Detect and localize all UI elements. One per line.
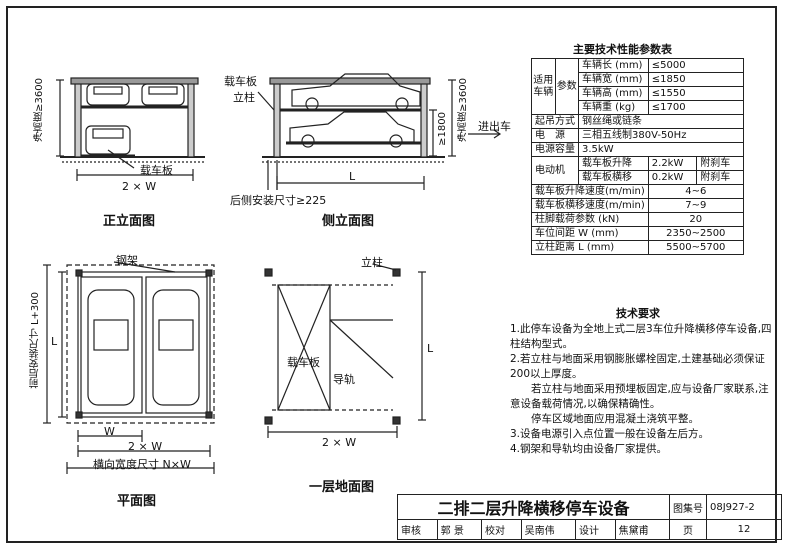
atlas-no: 08J927-2 <box>706 494 782 520</box>
note-item: 若立柱与地面采用预埋板固定,应与设备厂家联系,注意设备载荷情况,以确保精确性。 <box>510 383 769 410</box>
car-upper-left <box>86 83 130 106</box>
plan-view <box>43 261 215 474</box>
spec-label: 电源容量 <box>531 142 579 157</box>
check-label: 校对 <box>480 519 522 540</box>
spec-value: 3.5kW <box>578 142 744 157</box>
spec-label: 车辆高 (mm) <box>578 86 649 101</box>
spec-value: 三相五线制380V-50Hz <box>578 128 744 143</box>
drawing-title: 二排二层升降横移停车设备 <box>397 494 670 520</box>
spec-value: 钢丝绳或链条 <box>578 114 744 129</box>
front-width-label: 2 × W <box>122 180 157 193</box>
spec-table-title: 主要技术性能参数表 <box>573 43 672 56</box>
motor-lift-note: 附刹车 <box>696 156 744 171</box>
motor-shift-label: 载车板横移 <box>578 170 649 185</box>
plan-car-right <box>152 289 200 406</box>
front-headroom-label: 净高度≥3600 <box>34 78 45 142</box>
side-headroom-label: 净高度≥3600 <box>458 78 469 142</box>
plan-w-label: W <box>104 425 115 438</box>
drawing-frame <box>6 6 777 543</box>
vehicle-group-label: 适用车辆 <box>531 58 556 115</box>
note-item: 1.此停车设备为全地上式二层3车位升降横移停车设备,四柱结构型式。 <box>510 323 772 350</box>
spec-value: ≤1850 <box>647 72 744 87</box>
spec-value: 4~6 <box>647 184 744 199</box>
entry-label: 进出车 <box>478 120 511 133</box>
motor-lift-label: 载车板升降 <box>578 156 649 171</box>
note-item: 4.钢架和导轨均由设备厂家提供。 <box>510 443 668 455</box>
checker-name: 吴南伟 <box>520 519 576 540</box>
spec-label: 车辆宽 (mm) <box>578 72 649 87</box>
front-elevation-title: 正立面图 <box>103 214 156 229</box>
motor-shift-note: 附刹车 <box>696 170 744 185</box>
plan-title: 平面图 <box>117 494 157 509</box>
spec-label: 电 源 <box>531 128 579 143</box>
floor-plan-title: 一层地面图 <box>309 480 375 495</box>
note-item: 停车区域地面应用混凝土浇筑平整。 <box>531 413 699 425</box>
designer-name: 焦黛甫 <box>614 519 671 540</box>
vehicle-sub-label: 参数 <box>554 58 579 115</box>
spec-label: 起吊方式 <box>531 114 579 129</box>
side-column-label: 立柱 <box>233 91 255 104</box>
side-elevation <box>257 73 502 190</box>
motor-shift-value: 0.2kW <box>647 170 698 185</box>
side-length-label: L <box>349 170 356 183</box>
notes-title: 技术要求 <box>616 307 660 320</box>
front-elevation <box>56 77 205 181</box>
car-side-lower <box>289 111 415 148</box>
review-label: 审核 <box>397 519 438 540</box>
plan-length-label: L <box>51 335 58 348</box>
frame-label: 钢架 <box>116 254 138 267</box>
spec-label: 车辆长 (mm) <box>578 58 649 73</box>
floor-platform-label: 载车板 <box>287 356 320 369</box>
floor-length-label: L <box>427 342 434 355</box>
spec-label: 立柱距离 L (mm) <box>531 240 649 255</box>
spec-value: 5500~5700 <box>647 240 744 255</box>
car-lower <box>85 125 131 155</box>
floor-width-label: 2 × W <box>322 436 357 449</box>
spec-label: 柱脚载荷参数 (kN) <box>531 212 649 227</box>
technical-notes: 1.此停车设备为全地上式二层3车位升降横移停车设备,四柱结构型式。 2.若立柱与… <box>510 322 772 457</box>
plan-2w-label: 2 × W <box>128 440 163 453</box>
page-label: 页 <box>669 519 707 540</box>
spec-value: ≤5000 <box>647 58 744 73</box>
floor-plan <box>264 263 426 438</box>
title-block: 二排二层升降横移停车设备 图集号 08J927-2 审核 郭 景 校对 吴南伟 … <box>397 494 782 540</box>
atlas-no-label: 图集号 <box>669 494 707 520</box>
rear-dimension-label: 后侧安装尺寸≥225 <box>230 194 327 207</box>
spec-value: 2350~2500 <box>647 226 744 241</box>
design-label: 设计 <box>574 519 616 540</box>
reviewer-name: 郭 景 <box>436 519 482 540</box>
spec-label: 载车板横移速度(m/min) <box>531 198 649 213</box>
side-lower-height-label: ≥1800 <box>437 112 448 146</box>
spec-label: 车位间距 W (mm) <box>531 226 649 241</box>
spec-label: 载车板升降速度(m/min) <box>531 184 649 199</box>
spec-label: 车辆重 (kg) <box>578 100 649 115</box>
side-elevation-title: 侧立面图 <box>322 214 375 229</box>
note-item: 3.设备电源引入点位置一般在设备左后方。 <box>510 428 710 440</box>
motor-label: 电动机 <box>531 156 579 185</box>
lateral-width-label: 横向宽度尺寸 N×W <box>93 458 191 471</box>
page-number: 12 <box>706 519 782 540</box>
rail-label: 导轨 <box>333 373 355 386</box>
spec-value: 7~9 <box>647 198 744 213</box>
spec-value: ≤1700 <box>647 100 744 115</box>
front-platform-label: 载车板 <box>140 164 173 177</box>
spec-value: 20 <box>647 212 744 227</box>
note-item: 2.若立柱与地面采用钢膨胀螺栓固定,土建基础必须保证200以上厚度。 <box>510 353 765 380</box>
floor-column-label: 立柱 <box>361 256 383 269</box>
plan-car-left <box>87 289 135 406</box>
car-upper-right <box>141 83 185 106</box>
car-side-upper <box>291 73 421 111</box>
spec-value: ≤1550 <box>647 86 744 101</box>
front-back-dimension-label: 前后安装尺寸 L+300 <box>30 292 41 389</box>
side-platform-label: 载车板 <box>224 75 257 88</box>
motor-lift-value: 2.2kW <box>647 156 698 171</box>
spec-table: 适用车辆 参数 车辆长 (mm) ≤5000 车辆宽 (mm)≤1850 车辆高… <box>531 58 744 255</box>
